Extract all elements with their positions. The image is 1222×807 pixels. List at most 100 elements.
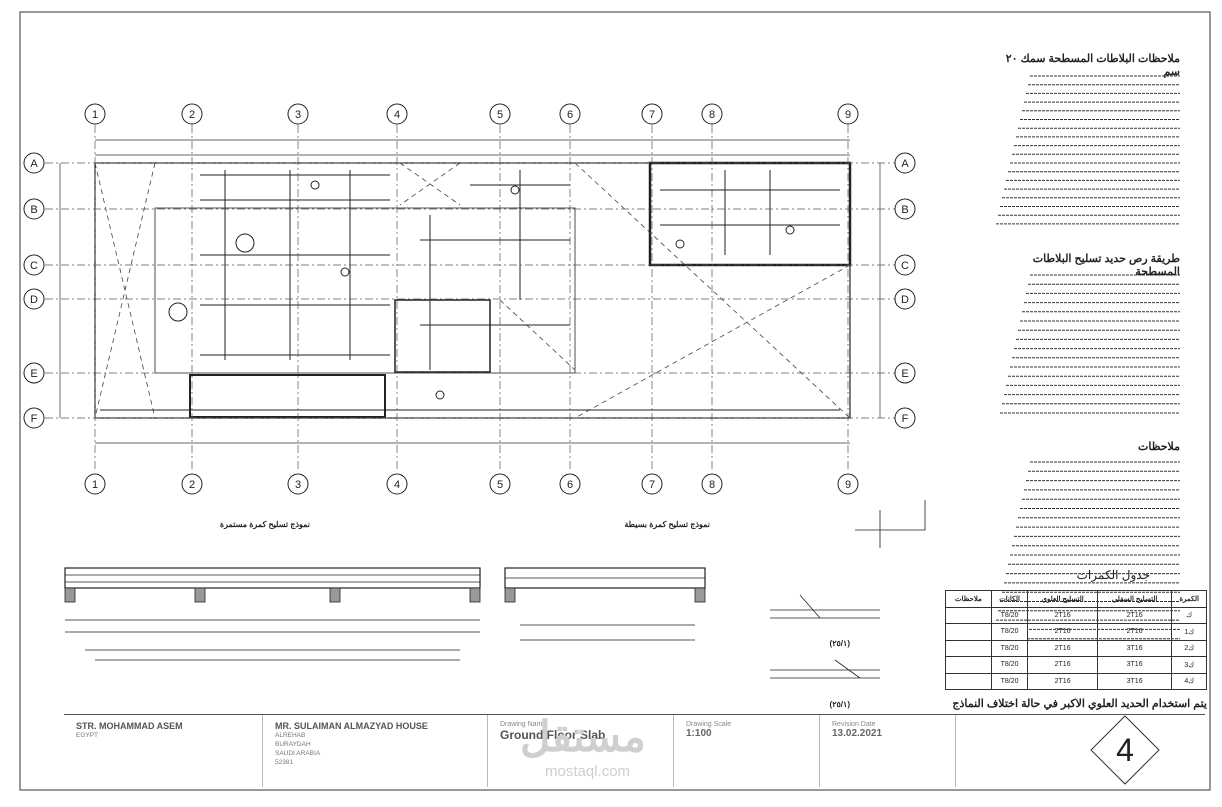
beam-table-header: الكانات xyxy=(990,590,1029,608)
table-cell: 2T16 xyxy=(1027,639,1098,657)
grid-label-col-5: 5 xyxy=(497,109,503,121)
opening-diagonals xyxy=(94,162,851,419)
grid-bubble-col-2 xyxy=(181,473,203,495)
watermark-latin: mostaql.com xyxy=(545,763,631,780)
engineer-name: STR. MOHAMMAD ASEM xyxy=(76,721,183,731)
address-line-4: 52381 xyxy=(275,759,294,766)
grid-bubble-row-B xyxy=(894,198,916,220)
engineer-country: EGYPT xyxy=(76,732,99,739)
grid-label-row-D: D xyxy=(30,294,38,306)
project-name: MR. SULAIMAN ALMAZYAD HOUSE xyxy=(275,721,428,731)
grid-bubble-row-A xyxy=(23,152,45,174)
dimension-lines xyxy=(59,139,881,444)
table-cell: T8/20 xyxy=(990,672,1029,690)
notes-heading-rebar-placement: طريقة رص حديد تسليح البلاطات المسطحة xyxy=(1032,253,1180,278)
table-cell: 2T16 xyxy=(1096,606,1173,624)
slab-zone xyxy=(154,207,576,374)
grid-label-col-2: 2 xyxy=(189,479,195,491)
grid-label-col-5: 5 xyxy=(497,479,503,491)
grid-bubble-row-A xyxy=(894,152,916,174)
table-cell: T8/20 xyxy=(990,623,1029,641)
table-cell: T8/20 xyxy=(990,606,1029,624)
rebar-lines xyxy=(100,170,840,411)
grid-bubble-col-8 xyxy=(701,103,723,125)
project-cell: MR. SULAIMAN ALMAZYAD HOUSE ALREHAB BURA… xyxy=(262,715,487,787)
grid-label-row-B: B xyxy=(901,204,908,216)
stair-core xyxy=(394,299,491,373)
table-cell: 2T16 xyxy=(1096,623,1173,641)
revision-date: 13.02.2021 xyxy=(832,728,883,739)
sheet-number: 4 xyxy=(1116,732,1134,768)
table-cell: ك xyxy=(1171,606,1207,624)
table-cell: 2T16 xyxy=(1027,672,1098,690)
address-line-3: SAUDI ARABIA xyxy=(275,750,321,757)
grid-bubble-col-3 xyxy=(287,473,309,495)
revision-cell: Revision Date 13.02.2021 xyxy=(819,715,955,787)
detail-scale-2: (٢٥/١) xyxy=(829,700,850,709)
sheet-border xyxy=(19,11,1211,791)
grid-bubble-row-E xyxy=(894,362,916,384)
grid-label-row-C: C xyxy=(30,260,38,272)
plan-outline xyxy=(94,162,851,419)
grid-bubble-col-8 xyxy=(701,473,723,495)
grid-label-col-8: 8 xyxy=(709,109,715,121)
grid-bubble-col-4 xyxy=(386,103,408,125)
grid-label-row-E: E xyxy=(901,368,908,380)
grid-label-row-A: A xyxy=(30,158,38,170)
title-block: STR. MOHAMMAD ASEM EGYPT MR. SULAIMAN AL… xyxy=(64,714,1205,787)
grid-bubble-row-D xyxy=(23,288,45,310)
grid-label-col-7: 7 xyxy=(649,109,655,121)
beam-table-header: التسليح العلوي xyxy=(1027,590,1098,608)
grid-label-col-3: 3 xyxy=(295,109,301,121)
grid-label-row-A: A xyxy=(901,158,909,170)
grid-bubble-row-B xyxy=(23,198,45,220)
table-cell: T8/20 xyxy=(990,656,1029,674)
grid-label-col-6: 6 xyxy=(567,479,573,491)
grid-bubble-row-E xyxy=(23,362,45,384)
table-cell: 3T16 xyxy=(1096,656,1173,674)
grid-bubble-row-F xyxy=(894,407,916,429)
grid-label-col-1: 1 xyxy=(92,109,98,121)
sheet-number-cell xyxy=(955,715,1205,787)
drawing-name: Ground Floor Slab xyxy=(500,728,606,742)
beam-table-title: جدول الكمرات xyxy=(1076,568,1150,582)
grid-label-row-F: F xyxy=(902,413,909,425)
grid-bubble-col-2 xyxy=(181,103,203,125)
grid-bubble-col-7 xyxy=(641,473,663,495)
table-cell xyxy=(945,672,992,690)
grid-bubble-col-6 xyxy=(559,473,581,495)
grid-label-col-8: 8 xyxy=(709,479,715,491)
grid-bubble-row-F xyxy=(23,407,45,429)
notes-heading-flat-slabs: ملاحظات البلاطات المسطحة سمك ٢٠ سم xyxy=(1005,53,1180,78)
table-cell: ك3 xyxy=(1171,656,1207,674)
scale-label: Drawing Scale xyxy=(686,721,732,728)
sheet-number-diamond: 4 xyxy=(1090,715,1160,785)
section-title-simple-beam: نموذج تسليح كمرة بسيطة xyxy=(624,520,710,529)
grid-label-row-E: E xyxy=(30,368,37,380)
grid-bubble-col-1 xyxy=(84,103,106,125)
grid-label-row-B: B xyxy=(30,204,37,216)
notes-heading-general: ملاحظات xyxy=(1138,441,1180,453)
grid-label-col-1: 1 xyxy=(92,479,98,491)
table-cell xyxy=(945,639,992,657)
beam-strip xyxy=(189,374,386,418)
grid-label-col-4: 4 xyxy=(394,109,400,121)
grid-label-col-3: 3 xyxy=(295,479,301,491)
grid-bubble-row-C xyxy=(894,254,916,276)
table-cell xyxy=(945,606,992,624)
column-markers xyxy=(168,180,795,400)
grid-label-row-D: D xyxy=(901,294,909,306)
detail-scale-1: (٢٥/١) xyxy=(829,639,850,648)
grid-label-col-9: 9 xyxy=(845,109,851,121)
table-cell: T8/20 xyxy=(990,639,1029,657)
section-drawings xyxy=(64,500,926,679)
